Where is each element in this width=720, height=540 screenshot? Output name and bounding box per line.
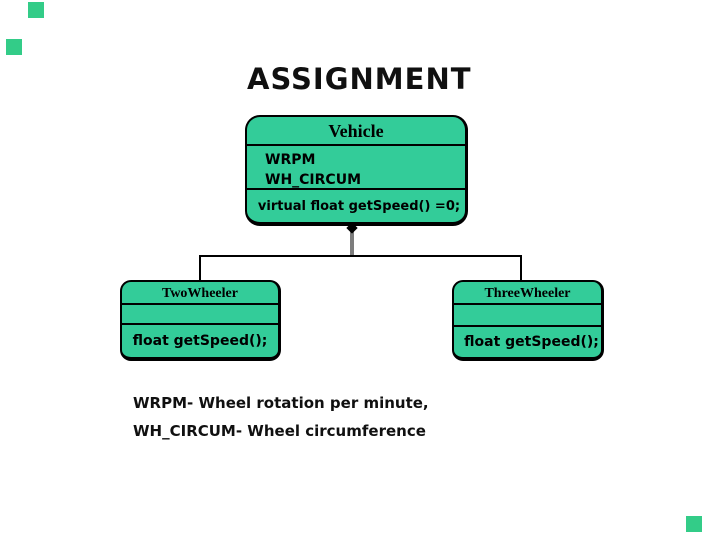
- class-box-threewheeler: ThreeWheeler float getSpeed();: [452, 280, 604, 361]
- class-box-twowheeler: TwoWheeler float getSpeed();: [120, 280, 281, 361]
- corner-decoration-square: [6, 39, 22, 55]
- class-title: TwoWheeler: [122, 282, 278, 305]
- methods-compartment: float getSpeed();: [454, 327, 601, 357]
- attributes-compartment: [122, 305, 278, 325]
- methods-compartment: virtual float getSpeed() =0;: [247, 190, 465, 222]
- connector-left-drop-line: [199, 255, 201, 282]
- class-title: Vehicle: [247, 117, 465, 146]
- attributes-compartment: WRPM WH_CIRCUM: [247, 146, 465, 190]
- note-line: WH_CIRCUM- Wheel circumference: [133, 422, 426, 440]
- methods-compartment: float getSpeed();: [122, 325, 278, 357]
- method-item: float getSpeed();: [464, 334, 599, 350]
- attributes-compartment: [454, 305, 601, 327]
- inheritance-connector-stem: [350, 229, 354, 256]
- connector-right-drop-line: [520, 255, 522, 282]
- class-box-vehicle: Vehicle WRPM WH_CIRCUM virtual float get…: [245, 115, 468, 226]
- method-item: virtual float getSpeed() =0;: [257, 198, 461, 214]
- corner-decoration-square: [28, 2, 44, 18]
- attribute-item: WRPM: [265, 152, 316, 168]
- class-title: ThreeWheeler: [454, 282, 601, 305]
- corner-decoration-square: [686, 516, 702, 532]
- connector-horizontal-line: [199, 255, 522, 257]
- note-line: WRPM- Wheel rotation per minute,: [133, 394, 429, 412]
- method-item: float getSpeed();: [132, 333, 268, 349]
- slide-title: ASSIGNMENT: [247, 62, 472, 96]
- attribute-item: WH_CIRCUM: [265, 172, 361, 188]
